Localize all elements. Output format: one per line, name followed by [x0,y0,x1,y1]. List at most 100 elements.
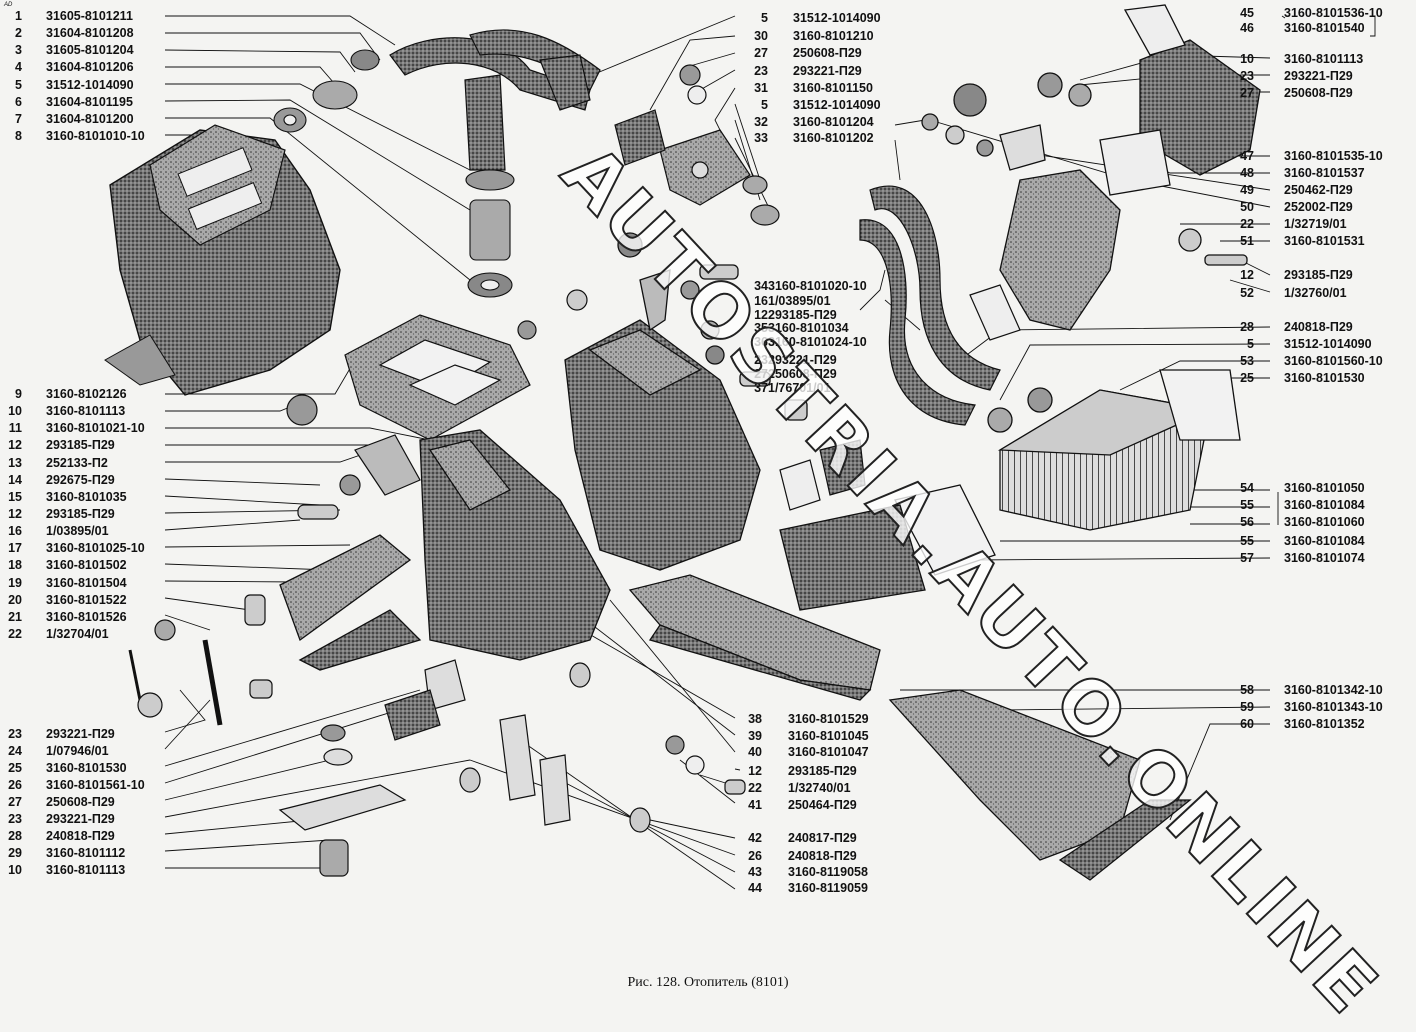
callout-number: 14 [8,473,22,487]
callout-number: 4 [15,60,22,74]
callout-number: 12 [8,507,22,521]
callout-number: 51 [1240,234,1254,248]
callout-part-code: 3160-8101502 [46,558,127,572]
callout-number: 39 [748,729,762,743]
callout-number: 21 [8,610,22,624]
callout-number: 41 [748,798,762,812]
callout-part-code: 3160-8101343-10 [1284,700,1383,714]
callout-part-code: 1/32719/01 [1284,217,1347,231]
callout-part-code: 31604-8101206 [46,60,134,74]
callout-number: 55 [1240,498,1254,512]
callout-part-code: 3160-8101020-10 [768,279,867,293]
callout-number: 27 [754,46,768,60]
heater-housing [104,124,341,396]
callout-number: 46 [1240,21,1254,35]
callout-number: 23 [754,353,768,367]
callout-number: 12 [748,764,762,778]
callout-number: 15 [8,490,22,504]
callout-number: 25 [1240,371,1254,385]
callout-part-code: 293221-П29 [768,353,837,367]
callout-number: 25 [8,761,22,775]
callout-part-code: 3160-8101561-10 [46,778,145,792]
callout-number: 27 [8,795,22,809]
upper-housing [564,232,808,571]
callout-number: 12 [8,438,22,452]
callout-part-code: 3160-8101210 [793,29,874,43]
callout-number: 36 [754,335,768,349]
callout-number: 10 [1240,52,1254,66]
callout-part-code: 31604-8101195 [46,95,133,109]
callout-part-code: 31604-8101208 [46,26,134,40]
callout-number: 5 [15,78,22,92]
callout-part-code: 3160-8101536-10 [1284,6,1383,20]
callout-number: 9 [15,387,22,401]
callout-number: 20 [8,593,22,607]
callout-number: 42 [748,831,762,845]
callout-number: 40 [748,745,762,759]
duct-nozzle [888,689,1192,881]
clips-center [128,439,866,877]
callout-part-code: 3160-8101074 [1284,551,1365,565]
callout-part-code: 1/03895/01 [768,294,831,308]
callout-number: 56 [1240,515,1254,529]
callout-part-code: 3160-8101529 [788,712,869,726]
callout-part-code: 250608-П29 [46,795,115,809]
callout-part-code: 3160-8119058 [788,865,868,879]
callout-part-code: 240818-П29 [788,849,857,863]
callout-number: 48 [1240,166,1254,180]
callout-part-code: 1/76701/01 [768,381,831,395]
callout-number: 8 [15,129,22,143]
callout-part-code: 31512-1014090 [793,11,881,25]
callout-part-code: 31605-8101204 [46,43,134,57]
callout-part-code: 3160-8101113 [46,863,126,877]
heater-core [987,369,1241,531]
callout-part-code: 1/32760/01 [1284,286,1347,300]
callout-part-code: 240817-П29 [788,831,857,845]
callout-number: 18 [8,558,22,572]
callout-number: 43 [748,865,762,879]
callout-part-code: 293221-П29 [793,64,862,78]
callout-number: 26 [748,849,762,863]
callout-number: 31 [754,81,768,95]
callout-number: 17 [8,541,22,555]
callout-part-code: 1/32704/01 [46,627,109,641]
callout-part-code: 31512-1014090 [1284,337,1372,351]
callout-part-code: 250462-П29 [1284,183,1353,197]
callout-part-code: 31605-8101211 [46,9,133,23]
callout-number: 47 [1240,149,1254,163]
callout-part-code: 240818-П29 [1284,320,1353,334]
callout-number: 26 [8,778,22,792]
callout-part-code: 293185-П29 [46,507,115,521]
callout-part-code: 3160-8101113 [46,404,126,418]
callout-number: 50 [1240,200,1254,214]
callout-part-code: 3160-8101150 [793,81,873,95]
duct-lower [628,574,881,701]
figure-caption: Рис. 128. Отопитель (8101) [627,975,789,990]
callout-part-code: 3160-8101112 [46,846,126,860]
corner-mark: AD [4,2,13,8]
callout-number: 13 [8,456,22,470]
callout-part-code: 3160-8101084 [1284,534,1365,548]
callout-number: 23 [8,812,22,826]
callout-number: 12 [754,308,768,322]
callout-number: 22 [1240,217,1254,231]
callout-part-code: 240818-П29 [46,829,115,843]
callout-number: 55 [1240,534,1254,548]
callout-number: 52 [1240,286,1254,300]
s-pipes [859,185,1021,426]
fittings-left [273,49,515,298]
callout-number: 11 [8,421,22,435]
callout-part-code: 3160-8101035 [46,490,127,504]
callout-part-code: 3160-8101540 [1284,21,1365,35]
callout-number: 28 [8,829,22,843]
callout-number: 23 [8,727,22,741]
callout-part-code: 3160-8101047 [788,745,869,759]
callout-number: 38 [748,712,762,726]
callout-part-code: 3160-8101045 [788,729,869,743]
callout-part-code: 292675-П29 [46,473,115,487]
callout-number: 57 [1240,551,1254,565]
callout-part-code: 1/03895/01 [46,524,109,538]
callout-number: 1 [15,9,22,23]
seal-frame [286,289,588,520]
callout-part-code: 3160-8101034 [768,321,849,335]
